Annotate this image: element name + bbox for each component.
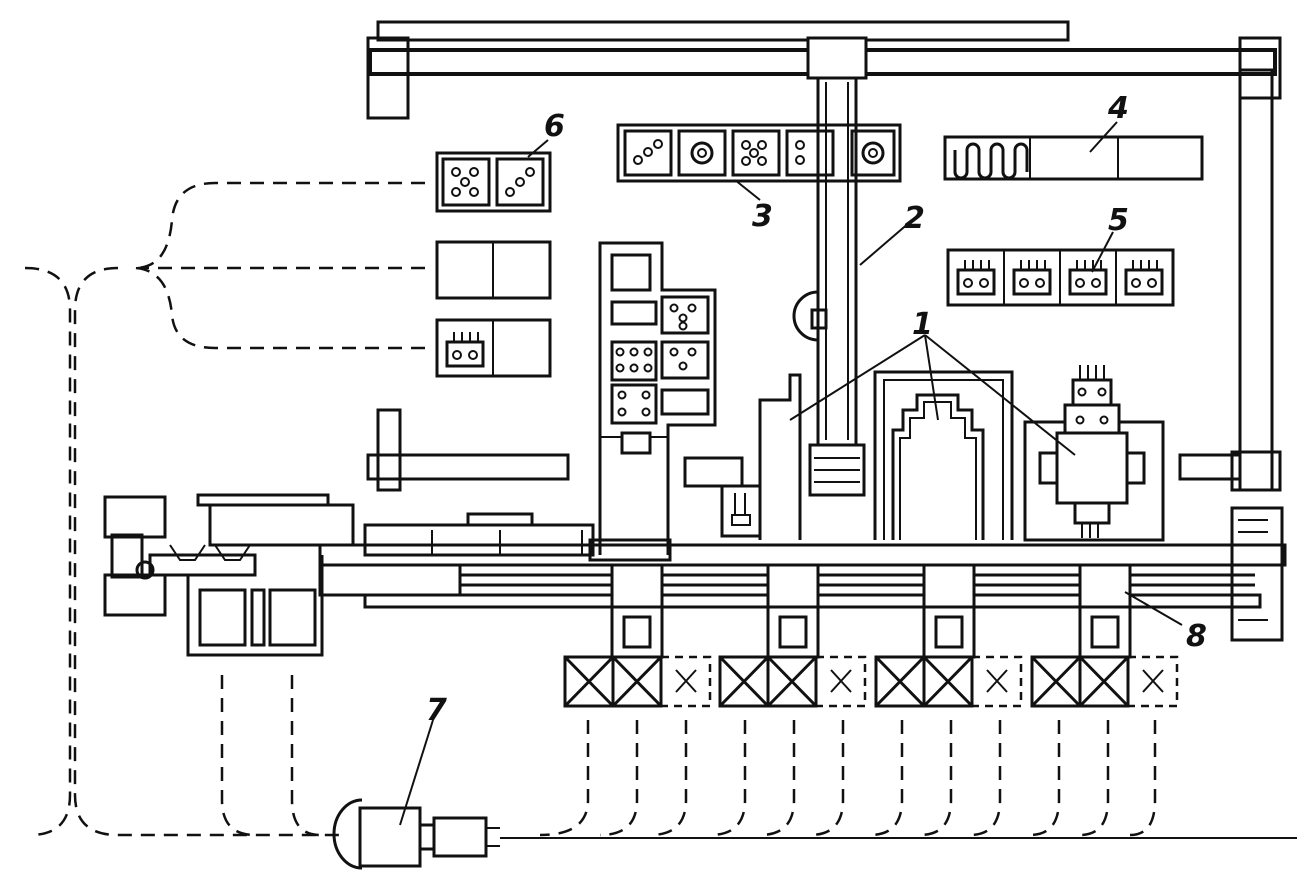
- fixture-cell: [956, 260, 996, 296]
- gantry-left-end: [366, 36, 410, 120]
- storage-6: [435, 151, 552, 378]
- machining-centers-1: [758, 365, 1165, 542]
- callout-1: 1: [912, 307, 933, 342]
- gantry-right-end: [1238, 36, 1282, 100]
- callout-8: 8: [1186, 619, 1207, 654]
- crane-arm: [792, 36, 868, 497]
- pallet-stations-8: [610, 563, 1132, 659]
- callout-6: 6: [544, 109, 565, 144]
- callout-3: 3: [752, 199, 773, 234]
- fixture-magazine-5: [946, 248, 1175, 307]
- callout-4: 4: [1107, 91, 1129, 126]
- machine-right-head: [1055, 431, 1129, 505]
- machine-middle-tool: [891, 393, 985, 540]
- right-stub-beam: [1178, 453, 1242, 481]
- crane-arm-inner: [825, 82, 849, 440]
- unit-4: [943, 135, 1204, 181]
- crane-arm-outer: [816, 78, 858, 450]
- left-stub-beam: [366, 408, 570, 492]
- gantry-column-foot: [1230, 450, 1282, 492]
- crane-trolley: [806, 36, 868, 80]
- right-end-stop: [1230, 506, 1284, 642]
- storage-dashed-lines: [134, 181, 425, 350]
- pallet-station: [922, 563, 976, 659]
- machine-middle-frame: [873, 370, 1014, 540]
- heater-coil: [953, 142, 1029, 180]
- machine-left: [758, 373, 802, 540]
- tool-magazine-3: [616, 123, 902, 183]
- callout-7: 7: [426, 693, 447, 728]
- pallet-station: [610, 563, 664, 659]
- leader-lines: [399, 121, 1183, 826]
- callout-labels: 6 3 2 4 5 1 8 7: [426, 91, 1207, 728]
- gantry-right-column: [1238, 68, 1274, 492]
- callout-2: 2: [904, 201, 925, 236]
- storage-cells: [563, 655, 1179, 708]
- control-cables: [24, 266, 1297, 839]
- pallet-station: [1078, 563, 1132, 659]
- crane-hinge: [792, 290, 819, 342]
- callout-5: 5: [1108, 203, 1129, 238]
- pallet-station: [766, 563, 820, 659]
- pallet-table: [363, 523, 595, 557]
- machine-column: [598, 241, 762, 555]
- gantry-top-rail: [376, 20, 1070, 42]
- control-unit-7: [332, 798, 500, 870]
- conveyor-rails: [460, 563, 1255, 597]
- gantry-crane: [366, 20, 1282, 492]
- loading-station: [103, 493, 462, 657]
